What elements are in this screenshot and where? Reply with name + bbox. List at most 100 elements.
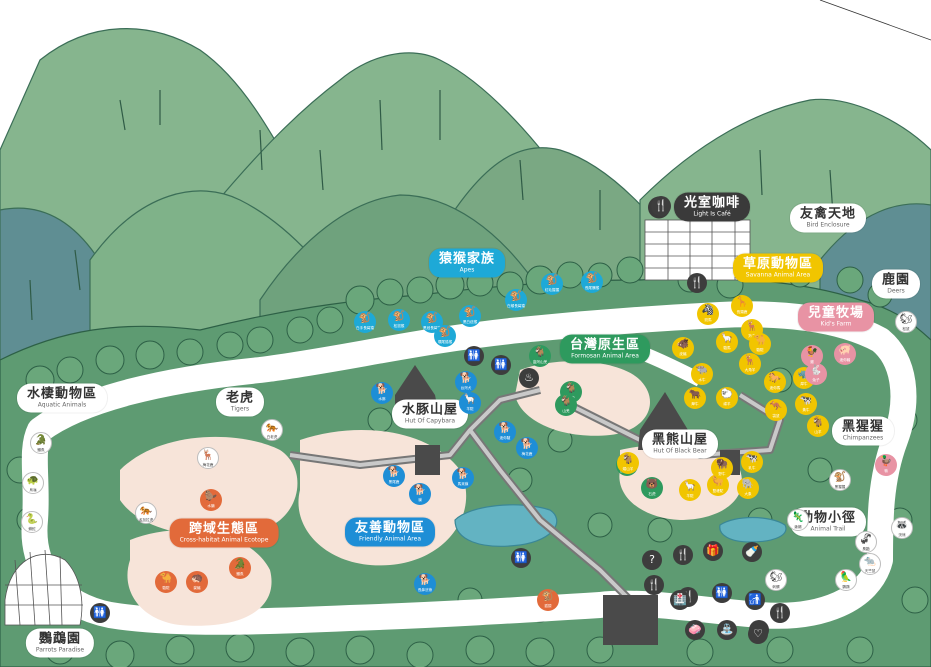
facility-icon[interactable]: 🚻 [712, 583, 732, 603]
animal-marker[interactable]: 🐕水豚 [371, 382, 393, 404]
animal-marker[interactable]: 🦨臭鼬 [855, 531, 877, 553]
animal-marker[interactable]: 🐕貘 [409, 483, 431, 505]
animal-marker[interactable]: 🐖迷你豬 [834, 343, 856, 365]
facility-icon[interactable]: 🚮 [745, 590, 765, 610]
animal-marker[interactable]: 🐄黃牛 [795, 393, 817, 415]
animal-marker[interactable]: 🐻石虎 [641, 477, 663, 499]
animal-marker[interactable]: 🐒黑白疣猴 [459, 305, 481, 327]
facility-icon[interactable]: 🍴 [687, 273, 707, 293]
animal-marker[interactable]: 🐒黑猩猩 [829, 469, 851, 491]
animal-marker[interactable]: 🦒長頸鹿 [731, 295, 753, 317]
animal-marker[interactable]: 🐒紅毛猩猩 [541, 273, 563, 295]
animal-marker[interactable]: 🐍蟒蛇 [21, 511, 43, 533]
facility-icon[interactable]: 🍴 [644, 575, 664, 595]
facility-icon[interactable]: 🚻 [90, 603, 110, 623]
animal-marker[interactable]: 🐒松鼠猴 [388, 309, 410, 331]
facility-icon[interactable]: ♨ [519, 368, 539, 388]
animal-marker[interactable]: 🦓斑馬 [697, 303, 719, 325]
area-name-zh: 黑熊山屋 [651, 432, 709, 448]
animal-icon: 🐗 [676, 339, 690, 350]
facility-icon[interactable]: 🚻 [464, 346, 484, 366]
facility-icon[interactable]: 🍴 [673, 545, 693, 565]
animal-marker[interactable]: 🐊鱷魚 [229, 557, 251, 579]
animal-icon: 🐄 [745, 453, 759, 464]
animal-marker[interactable]: 🐿松鼠 [895, 311, 917, 333]
animal-marker[interactable]: 🐪駱駝 [155, 571, 177, 593]
animal-marker[interactable]: 🐪駱駝 [749, 333, 771, 355]
animal-marker[interactable]: 🦆鴨 [875, 454, 897, 476]
animal-marker[interactable]: 🦝浣熊 [891, 517, 913, 539]
facility-icon[interactable]: ? [642, 550, 662, 570]
animal-icon: 🐐 [559, 396, 573, 407]
animal-marker[interactable]: 🦘袋鼠 [765, 399, 787, 421]
animal-marker[interactable]: 🐗疣豬 [672, 337, 694, 359]
animal-marker[interactable]: 🐒白手長臂猿 [354, 311, 376, 333]
facility-icon[interactable]: 🍼 [742, 542, 762, 562]
animal-marker[interactable]: 🐕台灣犬 [455, 371, 477, 393]
animal-marker[interactable]: 🐐山羊 [807, 415, 829, 437]
animal-marker[interactable]: 🐕長鼻浣熊 [414, 573, 436, 595]
animal-marker[interactable]: 🐕馬來貘 [452, 467, 474, 489]
facility-icon[interactable]: ⛲ [717, 620, 737, 640]
animal-marker[interactable]: 🐀天竺鼠 [859, 553, 881, 575]
animal-marker[interactable]: 🐕梅花鹿 [516, 437, 538, 459]
facility-icon[interactable]: ♡ [748, 624, 768, 644]
animal-marker[interactable]: 🦬野牛 [711, 457, 733, 479]
animal-marker[interactable]: 🦜鸚鵡 [835, 569, 857, 591]
animal-marker[interactable]: 🐅孟加拉虎 [135, 502, 157, 524]
facility-icon[interactable]: 🏥 [670, 590, 690, 610]
animal-marker[interactable]: 🐊鱷魚 [30, 432, 52, 454]
animal-marker[interactable]: 🦫水獺 [200, 489, 222, 511]
animal-marker[interactable]: 🐄乳牛 [741, 451, 763, 473]
animal-marker[interactable]: 🦙羊駝 [679, 479, 701, 501]
animal-marker[interactable]: 🐒狐獴 [537, 589, 559, 611]
animal-marker[interactable]: 🦎蜥蜴 [787, 509, 809, 531]
animal-marker[interactable]: 🐎迷你馬 [764, 371, 786, 393]
animal-marker[interactable]: 🐅白老虎 [261, 419, 283, 441]
animal-marker[interactable]: 🐘大象 [737, 477, 759, 499]
animal-marker[interactable]: 🐒環尾狐猴 [434, 325, 456, 347]
animal-marker[interactable]: 🐒白頰長臂猿 [505, 289, 527, 311]
animal-marker[interactable]: 🐒長尾獼猴 [581, 271, 603, 293]
animal-marker[interactable]: 🐐矮山羊 [617, 452, 639, 474]
animal-marker[interactable]: 🐃水牛 [691, 363, 713, 385]
animal-marker[interactable]: 🦌梅花鹿 [197, 447, 219, 469]
animal-marker[interactable]: 🐇兔子 [805, 363, 827, 385]
facility-icon[interactable]: 🍴 [651, 196, 671, 216]
animal-marker[interactable]: 🦙駱馬 [716, 331, 738, 353]
animal-marker[interactable]: 🐕迷你驢 [494, 421, 516, 443]
facility-icon[interactable]: 🎁 [703, 541, 723, 561]
animal-marker[interactable]: 🦙羊駝 [459, 392, 481, 414]
animal-marker[interactable]: 🐫雙峰駝 [707, 474, 729, 496]
animal-marker[interactable]: 🐢烏龜 [22, 472, 44, 494]
animal-marker[interactable]: 🐐山羌 [555, 394, 577, 416]
animal-marker[interactable]: 🐕黑尾鹿 [383, 465, 405, 487]
animal-marker[interactable]: 🐂犛牛 [684, 387, 706, 409]
animal-marker[interactable]: 🦌大角羊 [739, 353, 761, 375]
facility-icon[interactable]: 🚻 [491, 355, 511, 375]
animal-marker[interactable]: 🐐臺灣山羌 [529, 345, 551, 367]
animal-marker[interactable]: 🐓雞 [801, 345, 823, 367]
animal-marker[interactable]: 🐿刺蝟 [765, 569, 787, 591]
animal-marker[interactable]: 🐑綿羊 [716, 387, 738, 409]
facility-icon[interactable]: 🚻 [511, 548, 531, 568]
animal-marker[interactable]: 🦔豪豬 [186, 571, 208, 593]
facility-icon[interactable]: 🍴 [770, 603, 790, 623]
facility-icon[interactable]: 🧼 [685, 620, 705, 640]
